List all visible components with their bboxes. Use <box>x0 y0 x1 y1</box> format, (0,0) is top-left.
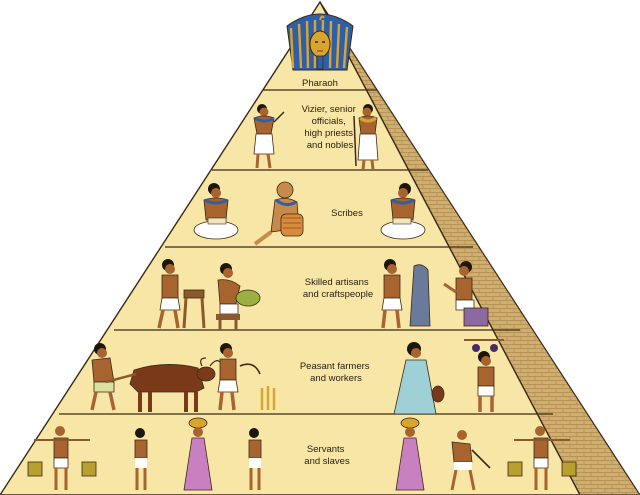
tier-label-peasants: Peasant farmers and workers <box>300 361 372 384</box>
label-line: and workers <box>310 373 362 384</box>
tier-labels: Pharaoh Vizier, senior officials, high p… <box>300 78 373 467</box>
seated-scribe-icon <box>193 183 239 240</box>
label-line: Skilled artisans <box>305 277 369 288</box>
label-line: and craftspeople <box>303 289 373 300</box>
label-line: Peasant farmers <box>300 361 370 372</box>
ox-plough-icon <box>105 357 221 412</box>
label-line: Pharaoh <box>302 78 338 89</box>
label-line: Vizier, senior <box>302 104 356 115</box>
label-line: and slaves <box>304 456 350 467</box>
servant-figure-icon <box>134 428 148 490</box>
farmer-figure-icon <box>217 343 276 411</box>
tier-label-pharaoh: Pharaoh <box>302 78 338 89</box>
seated-scribe-icon <box>380 183 426 240</box>
tier-label-scribes: Scribes <box>331 208 363 219</box>
farmer-figure-icon <box>393 342 445 415</box>
pyramid-front-face <box>0 0 581 495</box>
tier-label-vizier: Vizier, senior officials, high priests a… <box>302 104 359 151</box>
artisan-figure-icon <box>216 263 261 330</box>
tier-dividers <box>59 89 553 415</box>
farmer-figure-icon <box>90 343 116 411</box>
servant-figure-icon <box>183 417 213 491</box>
label-line: Servants <box>307 444 345 455</box>
artisan-figure-icon <box>443 261 489 327</box>
servant-figure-icon <box>248 428 262 490</box>
tier-label-artisans: Skilled artisans and craftspeople <box>303 277 373 300</box>
servant-figure-icon <box>507 426 577 490</box>
servant-figure-icon <box>395 417 425 491</box>
official-figure-icon <box>353 104 379 171</box>
servant-figure-icon <box>450 430 491 491</box>
label-line: Scribes <box>331 208 363 219</box>
official-figure-icon <box>253 104 285 169</box>
seated-scribe-icon <box>253 181 304 246</box>
artisan-figure-icon <box>157 259 206 329</box>
servant-figure-icon <box>27 426 97 490</box>
label-line: and nobles <box>307 140 354 151</box>
label-line: high priests <box>304 128 353 139</box>
tier-label-servants: Servants and slaves <box>304 444 350 467</box>
artisan-figure-icon <box>381 259 431 329</box>
label-line: officials, <box>312 116 346 127</box>
farmer-figure-icon <box>464 339 504 412</box>
pharaoh-mask-icon <box>286 13 354 71</box>
